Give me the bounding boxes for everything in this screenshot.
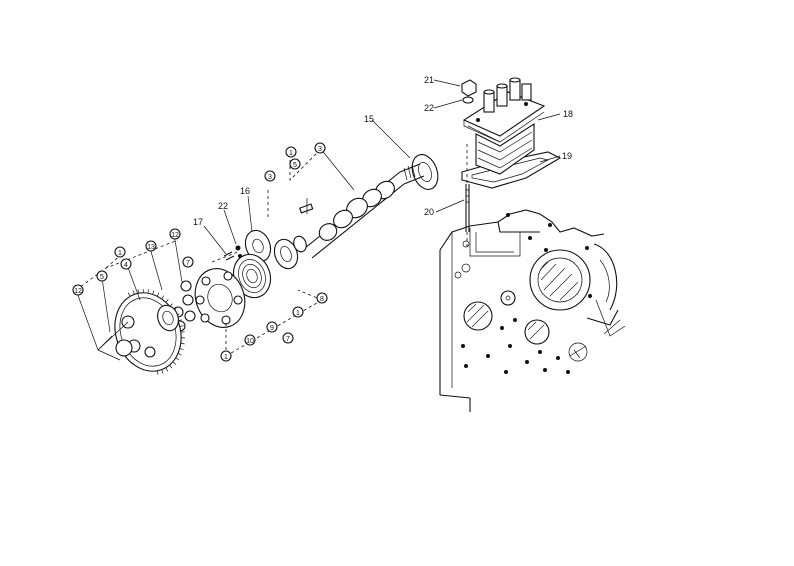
callout-19: 19: [562, 151, 572, 161]
circled-key-10: 10: [245, 335, 255, 345]
circled-key-label: 7: [186, 260, 190, 267]
callout-17: 17: [193, 217, 203, 227]
camshaft-bearing: [408, 151, 443, 193]
delivery-valve-3: [510, 80, 520, 100]
injection-pump: [462, 78, 560, 248]
circled-key-label: 8: [320, 296, 324, 303]
circled-key-8: 8: [317, 293, 327, 303]
circled-key-label: 10: [246, 338, 254, 345]
circled-key-label: 12: [74, 288, 82, 295]
circled-key-1: 1: [115, 247, 125, 257]
circled-key-12: 12: [170, 229, 180, 239]
woodruff-key: [300, 204, 313, 213]
circled-key-1: 1: [286, 147, 296, 157]
governor-assembly: [173, 227, 276, 335]
circled-key-label: 3: [268, 174, 272, 181]
callout-18: 18: [563, 109, 573, 119]
circled-key-7: 7: [183, 257, 193, 267]
delivery-valve-1: [484, 92, 494, 112]
circled-key-label: 1: [296, 310, 300, 317]
gear-tooth: [162, 296, 164, 299]
gear-tooth: [181, 343, 185, 344]
gear-tooth: [162, 370, 163, 374]
circled-key-label: 1: [289, 150, 293, 157]
gear-tooth: [166, 368, 168, 372]
banjo-nut: [462, 80, 476, 96]
circled-key-1: 1: [293, 307, 303, 317]
callout-22-top: 22: [424, 103, 434, 113]
circled-key-5: 5: [97, 271, 107, 281]
circled-key-label: 5: [293, 162, 297, 169]
circled-key-7: 7: [283, 333, 293, 343]
washer: [463, 97, 473, 103]
gear-tooth: [173, 362, 176, 365]
callout-22-mid: 22: [218, 201, 228, 211]
circled-key-label: 5: [100, 274, 104, 281]
gear-tooth: [180, 348, 184, 349]
callout-20: 20: [424, 207, 434, 217]
engine-block: [440, 210, 625, 412]
circled-key-5: 5: [290, 159, 300, 169]
circled-key-3: 3: [315, 143, 325, 153]
circled-key-label: 4: [124, 262, 128, 269]
gear-tooth: [138, 289, 139, 293]
gear-tooth: [133, 291, 134, 295]
gear-tooth: [176, 358, 179, 360]
gear-tooth: [153, 291, 154, 295]
circled-key-12: 12: [73, 285, 83, 295]
gear-tooth: [157, 293, 158, 297]
circled-key-4: 4: [121, 259, 131, 269]
circled-key-13: 13: [146, 241, 156, 251]
circled-key-label: 1: [224, 354, 228, 361]
circled-key-label: 12: [171, 232, 179, 239]
circled-key-label: 1: [118, 250, 122, 257]
circled-key-label: 7: [286, 336, 290, 343]
gear-tooth: [166, 299, 168, 302]
circled-key-label: 9: [270, 325, 274, 332]
gear-tooth: [170, 365, 172, 368]
delivery-valve-2: [497, 86, 507, 106]
gear-tooth: [178, 353, 181, 355]
circled-key-3: 3: [265, 171, 275, 181]
block-bolt-holes: [461, 213, 592, 374]
circled-key-9: 9: [267, 322, 277, 332]
callout-21: 21: [424, 75, 434, 85]
callout-16: 16: [240, 186, 250, 196]
gear-tooth: [157, 371, 158, 375]
callout-15: 15: [364, 114, 374, 124]
circled-key-1: 1: [221, 351, 231, 361]
circled-key-label: 3: [318, 146, 322, 153]
circled-key-label: 13: [147, 244, 155, 251]
gear-tooth: [128, 293, 130, 297]
